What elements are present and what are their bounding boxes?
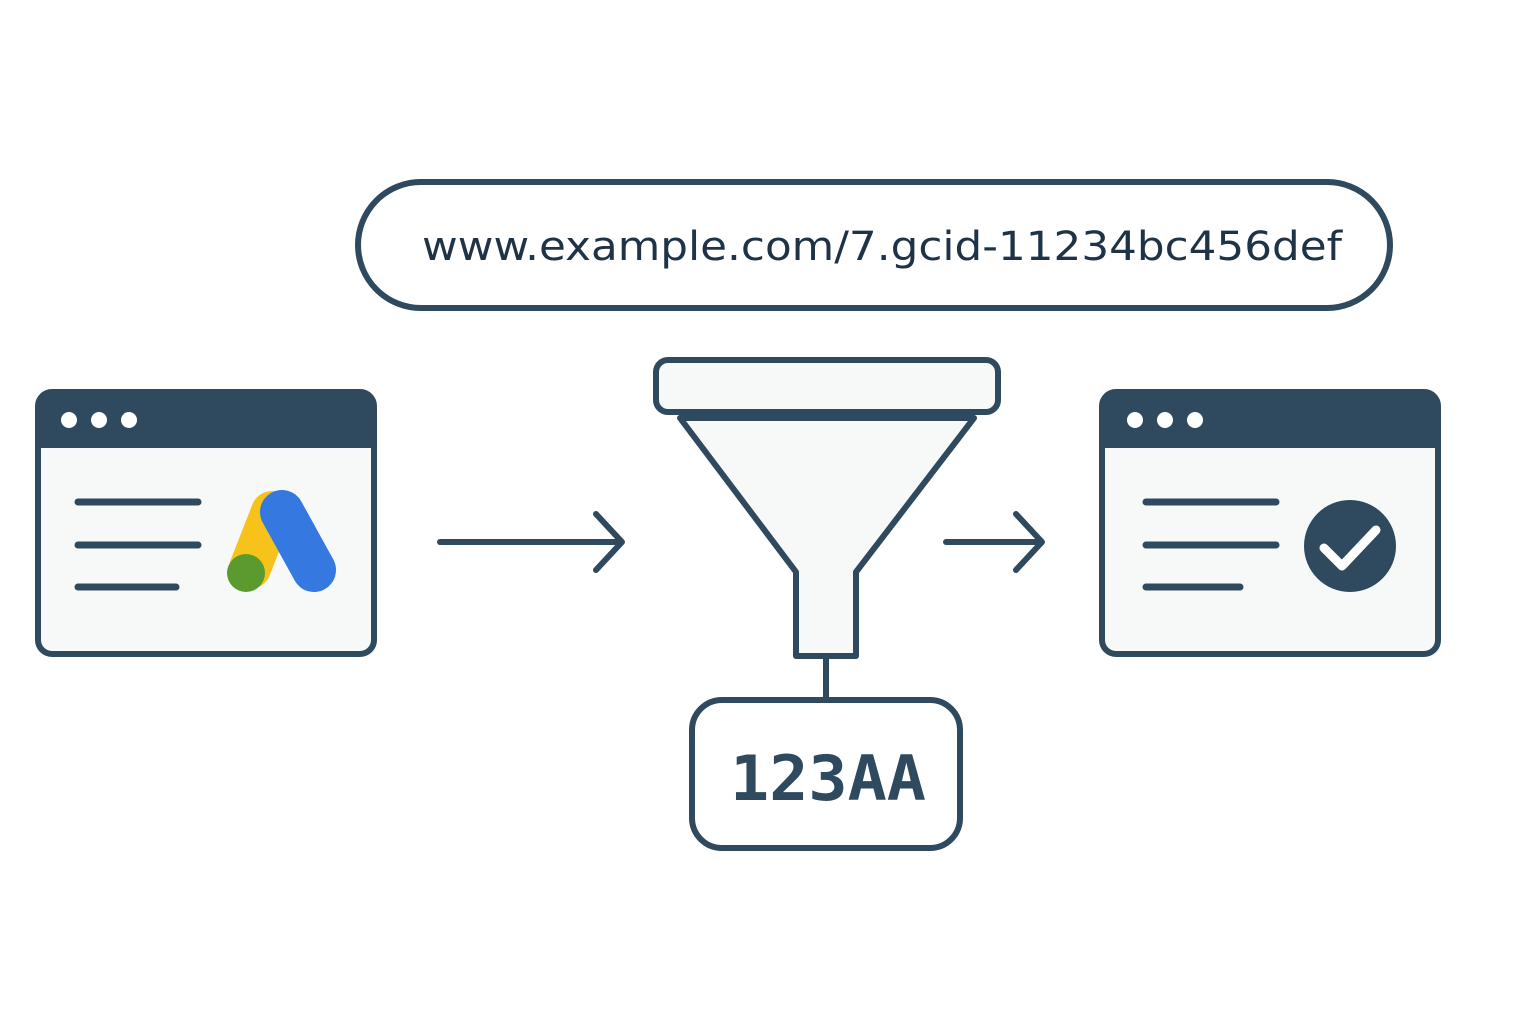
check-circle-icon bbox=[1304, 500, 1396, 592]
arrow-right-icon bbox=[943, 511, 1045, 573]
funnel-icon bbox=[653, 357, 1001, 659]
window-dot bbox=[121, 412, 137, 428]
window-dot bbox=[61, 412, 77, 428]
url-bar: www.example.com/7.gcid-11234bc456def bbox=[355, 179, 1393, 311]
window-dot bbox=[1127, 412, 1143, 428]
window-dot bbox=[1157, 412, 1173, 428]
url-text: www.example.com/7.gcid-11234bc456def bbox=[422, 224, 1343, 270]
extracted-code-badge: 123AA bbox=[689, 697, 963, 851]
window-dot bbox=[91, 412, 107, 428]
conversion-window bbox=[1099, 389, 1441, 657]
extracted-code-text: 123AA bbox=[730, 742, 926, 815]
google-ads-logo-icon bbox=[227, 490, 336, 592]
ad-landing-window bbox=[35, 389, 377, 657]
arrow-right-icon bbox=[437, 511, 625, 573]
window-dot bbox=[1187, 412, 1203, 428]
window-titlebar bbox=[38, 392, 374, 448]
window-titlebar bbox=[1102, 392, 1438, 448]
